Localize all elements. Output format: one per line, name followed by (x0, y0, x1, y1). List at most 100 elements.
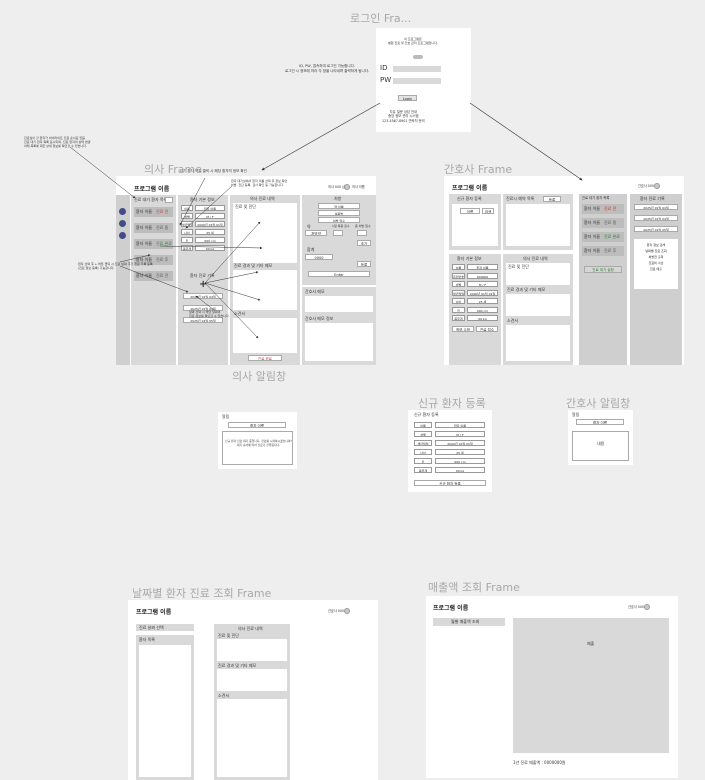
nav-dot-1[interactable] (119, 208, 126, 215)
nurse-menu-item[interactable]: 날짜별 진료 조회 (645, 249, 667, 253)
rx-count-field[interactable] (333, 230, 343, 236)
history-date-item[interactable]: 2025년 01월 04일 (634, 204, 678, 210)
nurse-name-field[interactable]: 이름 (460, 208, 480, 214)
nurse-queue-header: 진료 대기 환자 목록 (582, 196, 610, 200)
nurse-frame-title: 간호사 Frame (444, 163, 513, 176)
record-box-1[interactable]: 진료 및 진단 (233, 203, 297, 263)
doctor-alert-patient: 환자 이름 (228, 422, 286, 428)
record-sub-3: 소견서 (234, 311, 246, 316)
date-user-text: 간호사 000 님 (328, 609, 348, 613)
record-complete-button[interactable]: 진료 완료 (248, 355, 282, 361)
history-date-item[interactable]: 2025년 01월 05일 (634, 226, 678, 232)
pw-input[interactable] (393, 78, 441, 84)
field-label: 이름 (414, 422, 432, 428)
nav-dot-3[interactable] (119, 232, 126, 239)
nurse-menu-item[interactable]: 진료비 수납 (648, 261, 664, 265)
avatar[interactable] (644, 604, 650, 610)
rx-add-button[interactable]: 추가 (357, 240, 371, 246)
pw-label: PW (380, 76, 392, 84)
field-label: 이름 (452, 264, 465, 270)
field-value[interactable]: M / F (435, 431, 485, 437)
nurse-memo-box[interactable] (305, 323, 373, 361)
rx-enter-button[interactable]: Enter (308, 271, 370, 277)
nurse-accept-button[interactable]: 진료 접수 (476, 326, 498, 332)
nurse-search-button[interactable]: 검색 (482, 208, 494, 214)
field-label: 이름 (181, 205, 193, 211)
id-input[interactable] (393, 66, 441, 72)
rx-info-item[interactable]: 복용법 (318, 210, 360, 216)
field-value: 00 kg (195, 245, 225, 251)
nurse-record-panel: 의사 진료 내역 진료 및 진단 진료 경과 및 기타 메모 소견서 (503, 254, 573, 365)
nurse-new-box: 이름 검색 (452, 204, 498, 246)
history-date-item[interactable]: 2025년 01월 04일 (634, 215, 678, 221)
queue-item-status: 진료 후 (156, 257, 169, 262)
field-value[interactable]: 00 kg (435, 467, 485, 473)
nurse-record-box-2 (506, 294, 570, 316)
sales-frame: 프로그램 이름 간호사 000 님 월별 매출액 조회 매출 1년 진료 매출액… (426, 596, 678, 778)
field-label: 생년월일 (181, 221, 193, 227)
doctor-alert-message: 신규 환자 진료 대기 중입니다. 진료를 시작하시겠습니까? 대기 순서에 따… (225, 439, 292, 447)
field-label: 주민번호 (452, 272, 465, 279)
date-search-bar[interactable]: 진료 날짜 선택 (136, 624, 194, 631)
field-label: 성별 (452, 281, 465, 287)
nurse-menu-item[interactable]: 진료 매출 (650, 267, 662, 271)
record-sub-1: 진료 및 진단 (235, 204, 256, 209)
rx-drug-field[interactable]: 처방약 (305, 230, 327, 236)
record-box-3[interactable] (233, 318, 297, 353)
queue-item-status: 진료 전 (604, 206, 617, 211)
sales-range-button[interactable]: 월별 매출액 조회 (433, 618, 505, 626)
login-frame: 이 프로그램은 병원 진료 및 간호 관리 프로그램입니다. ID PW Log… (376, 28, 471, 132)
nav-dot-2[interactable] (119, 220, 126, 227)
queue-select[interactable] (165, 197, 173, 203)
login-toggle[interactable] (413, 55, 423, 59)
avatar[interactable] (654, 183, 660, 189)
rx-register-button[interactable]: 등록 (357, 261, 371, 267)
nurse-user-text: 간호사 000 님 (638, 184, 658, 188)
rx-info-item[interactable]: 약 이름 (318, 203, 360, 209)
nurse-register-button[interactable]: 등록 (543, 196, 561, 202)
date-list-box[interactable] (139, 645, 191, 777)
field-value[interactable]: 000 cm (435, 458, 485, 464)
rx-days-field[interactable] (357, 230, 367, 236)
field-label: 생년월일 (414, 440, 432, 446)
nurse-edit-button[interactable]: 정보 수정 (452, 326, 474, 332)
nurse-program-name: 프로그램 이름 (452, 185, 488, 192)
date-record-box-3 (217, 699, 287, 777)
rx-total-value: 0000 (305, 254, 333, 260)
id-label: ID (380, 64, 388, 72)
new-patient-register-button[interactable]: 신규 환자 등록 (414, 480, 486, 486)
nurse-new-header: 신규 환자 등록 (457, 196, 482, 201)
field-label: 나이 (181, 229, 193, 235)
add-record-icon[interactable]: + (199, 279, 208, 290)
nurse-menu-item[interactable]: 환자 정보 검색 (646, 243, 666, 247)
opinion-box[interactable] (305, 296, 373, 312)
nurse-alert-frame: 알림 환자 이름 내용 (568, 410, 633, 465)
avatar[interactable] (344, 184, 350, 190)
avatar[interactable] (344, 608, 350, 614)
field-value[interactable]: 환자 이름 (435, 422, 485, 428)
record-box-2[interactable] (233, 270, 297, 310)
field-value[interactable]: 2000년 01월 01일 (435, 440, 485, 446)
login-button[interactable]: Login (398, 95, 417, 101)
nurse-menu-item[interactable]: 처방전 출력 (648, 255, 664, 259)
login-intro-text: 이 프로그램은 병원 진료 및 간호 관리 프로그램입니다. (388, 37, 438, 45)
doctor-user-text: 의사 000 님 (328, 185, 345, 189)
field-value[interactable]: 25 세 (435, 449, 485, 455)
rx-info-item[interactable]: 처방 일수 (318, 217, 360, 223)
date-search-label: 진료 날짜 선택 (139, 624, 164, 630)
history-date-item[interactable]: 2025년 01월 04일 (183, 293, 223, 299)
nurse-queue-button[interactable]: 진료 대기 설정 (584, 266, 622, 273)
sales-range-label: 월별 매출액 조회 (451, 619, 480, 624)
nurse-record-header: 의사 진료 내역 (523, 256, 548, 261)
